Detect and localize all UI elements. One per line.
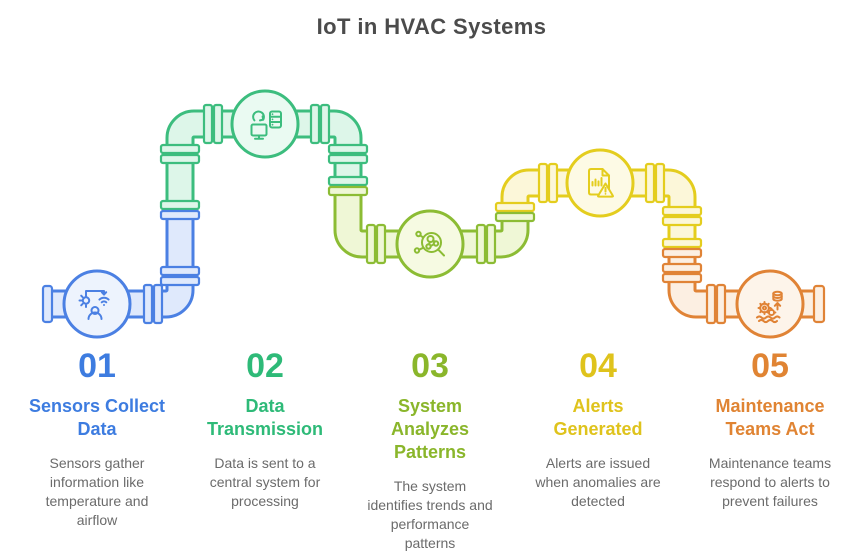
step-number: 05: [751, 347, 789, 385]
step-column-4: 04 Alerts Generated Alerts are issued wh…: [518, 346, 678, 511]
step-heading: Alerts Generated: [553, 396, 643, 439]
pipe-flanges: [142, 103, 727, 325]
step-column-1: 01 Sensors Collect Data Sensors gather i…: [17, 346, 177, 530]
pipe-end-cap: [812, 284, 826, 324]
step-number: 04: [579, 347, 617, 385]
step-description: Alerts are issued when anomalies are det…: [535, 455, 661, 509]
node-01-sensors: [62, 269, 132, 339]
step-number: 02: [246, 347, 284, 385]
node-04-alerts: [565, 148, 635, 218]
step-number: 01: [78, 347, 116, 385]
maintenance-icon: [756, 290, 783, 324]
step-column-3: 03 System Analyzes Patterns The system i…: [350, 346, 510, 553]
pipe-start-cap: [41, 284, 54, 324]
alert-document-icon: [588, 168, 614, 198]
step-number: 03: [411, 347, 449, 385]
step-description: The system identifies trends and perform…: [367, 478, 493, 551]
step-description: Data is sent to a central system for pro…: [209, 455, 321, 509]
node-05-maintenance: [735, 269, 805, 339]
step-heading: Data Transmission: [206, 396, 324, 439]
step-column-5: 05 Maintenance Teams Act Maintenance tea…: [690, 346, 850, 511]
pipe-segment-1: [52, 215, 195, 319]
node-03-analysis: [395, 209, 465, 279]
transmission-icon: [250, 110, 282, 140]
step-description: Maintenance teams respond to alerts to p…: [708, 455, 832, 509]
step-heading: Sensors Collect Data: [28, 396, 166, 439]
analyze-icon: [413, 230, 445, 257]
page-title: IoT in HVAC Systems: [316, 14, 547, 39]
step-heading: System Analyzes Patterns: [390, 396, 470, 462]
step-column-2: 02 Data Transmission Data is sent to a c…: [185, 346, 345, 511]
step-description: Sensors gather information like temperat…: [45, 455, 149, 528]
step-heading: Maintenance Teams Act: [715, 396, 825, 439]
sensor-icon: [78, 290, 110, 320]
pipe-segment-5: [667, 245, 815, 319]
node-02-transmission: [230, 89, 300, 159]
